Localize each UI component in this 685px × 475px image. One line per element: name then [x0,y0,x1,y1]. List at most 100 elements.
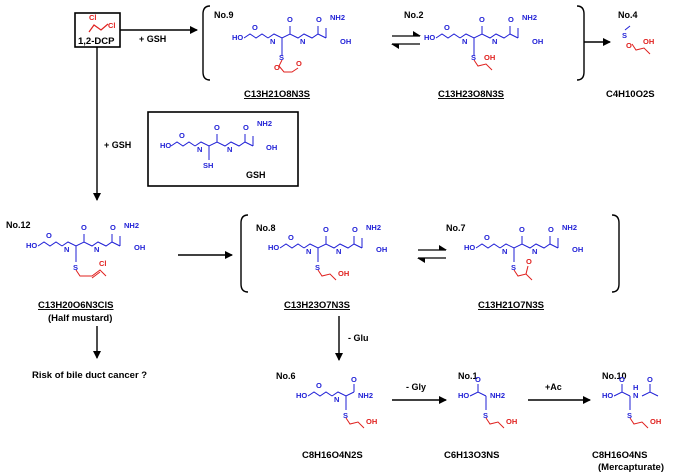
compound-number: No.10 [602,371,627,381]
o-atom-label: O [479,15,485,24]
s-atom-label: S [483,411,488,420]
o-atom-label: O [519,225,525,234]
nh2-atom-label: NH2 [490,391,505,400]
compound-formula: C4H10O2S [606,89,655,100]
bracket-left [202,5,211,81]
oh-atom-label: OH [340,37,351,46]
compound-no4: No.4 S O OH C4H10O2S [606,10,655,100]
ho-atom-label: HO [602,391,613,400]
o-atom-label: O [548,225,554,234]
h-atom-label: H [633,383,638,392]
o-atom-label: O [179,131,185,140]
compound-number: No.6 [276,371,296,381]
gsh-label: GSH [246,170,266,180]
oh-atom-label: OH [650,417,661,426]
compound-no12: No.12 HO O N O N O NH2 OH S Cl C13H20O6N… [6,220,145,324]
o-atom-label: O [81,223,87,232]
n-atom-label: N [197,145,202,154]
oh-atom-label: OH [376,245,387,254]
nh2-atom-label: NH2 [522,13,537,22]
ho-atom-label: HO [160,141,171,150]
n-atom-label: N [306,247,311,256]
n-atom-label: N [492,37,497,46]
o-atom-label: O [274,63,280,72]
o-atom-label: O [619,375,625,384]
dcp-box: Cl Cl 1,2-DCP [74,12,121,48]
n-atom-label: N [94,245,99,254]
compound-number: No.4 [618,10,638,20]
n-atom-label: N [633,391,638,400]
nh2-atom-label: NH2 [366,223,381,232]
oh-atom-label: OH [134,243,145,252]
s-atom-label: S [279,53,284,62]
o-atom-label: O [351,375,357,384]
compound-formula: C13H21O8N3S [244,89,310,100]
reagent-gsh-label: + GSH [104,140,131,150]
o-atom-label: O [352,225,358,234]
n-atom-label: N [227,145,232,154]
n-atom-label: N [334,395,339,404]
compound-formula: C8H16O4NS [592,450,647,461]
n-atom-label: N [462,37,467,46]
compound-no8: No.8 HO O N O N O NH2 OH S OH C13H23O7N3… [256,223,387,311]
compound-number: No.2 [404,10,424,20]
ho-atom-label: HO [458,391,469,400]
o-atom-label: O [508,15,514,24]
compound-no6: No.6 HO O N O NH2 S OH C8H16O4N2S [276,371,377,461]
n-atom-label: N [336,247,341,256]
compound-no10: No.10 O HO N H O S OH C8H16O4NS (Mercapt… [592,371,664,473]
oh-atom-label: OH [484,53,495,62]
bracket-left [240,214,249,293]
n-atom-label: N [300,37,305,46]
s-atom-label: S [73,263,78,272]
ho-atom-label: HO [424,33,435,42]
compound-number: No.1 [458,371,478,381]
s-atom-label: S [343,411,348,420]
o-atom-label: O [316,381,322,390]
cl-atom-label: Cl [99,259,107,268]
o-atom-label: O [316,15,322,24]
nh2-atom-label: NH2 [330,13,345,22]
cl-atom-label: Cl [108,21,116,30]
gsh-box: HO O N O N O NH2 OH SH GSH [147,111,299,187]
nh2-atom-label: NH2 [124,221,139,230]
s-atom-label: S [471,53,476,62]
compound-no1: No.1 O HO NH2 S OH C6H13O3NS [444,371,517,461]
compound-no7: No.7 HO O N O N O NH2 OH S O C13H21O7N3S [446,223,583,311]
o-atom-label: O [46,231,52,240]
oh-atom-label: OH [532,37,543,46]
compound-number: No.12 [6,220,31,230]
s-atom-label: S [627,411,632,420]
o-atom-label: O [475,375,481,384]
nh2-atom-label: NH2 [562,223,577,232]
o-atom-label: O [626,41,632,50]
compound-formula: C13H21O7N3S [478,300,544,311]
compound-number: No.8 [256,223,276,233]
oh-atom-label: OH [366,417,377,426]
n-atom-label: N [502,247,507,256]
ho-atom-label: HO [296,391,307,400]
reagent-plus-ac: +Ac [545,382,562,392]
compound-formula: C13H20O6N3ClS [38,300,114,311]
compound-formula: C8H16O4N2S [302,450,363,461]
oh-atom-label: OH [643,37,654,46]
o-atom-label: O [110,223,116,232]
compound-number: No.7 [446,223,466,233]
nh2-atom-label: NH2 [257,119,272,128]
ho-atom-label: HO [268,243,279,252]
risk-text: Risk of bile duct cancer ? [32,370,147,381]
compound-note: (Half mustard) [48,313,112,324]
compound-no2: No.2 HO O N O N O NH2 OH S OH C13H23O8N3… [404,10,543,100]
oh-atom-label: OH [506,417,517,426]
oh-atom-label: OH [266,143,277,152]
nh2-atom-label: NH2 [358,391,373,400]
compound-number: No.9 [214,10,234,20]
s-atom-label: S [511,263,516,272]
o-atom-label: O [243,123,249,132]
oh-atom-label: OH [338,269,349,278]
o-atom-label: O [323,225,329,234]
cl-atom-label: Cl [89,13,97,22]
structure-no2 [435,26,519,56]
compound-note: (Mercapturate) [598,462,664,473]
